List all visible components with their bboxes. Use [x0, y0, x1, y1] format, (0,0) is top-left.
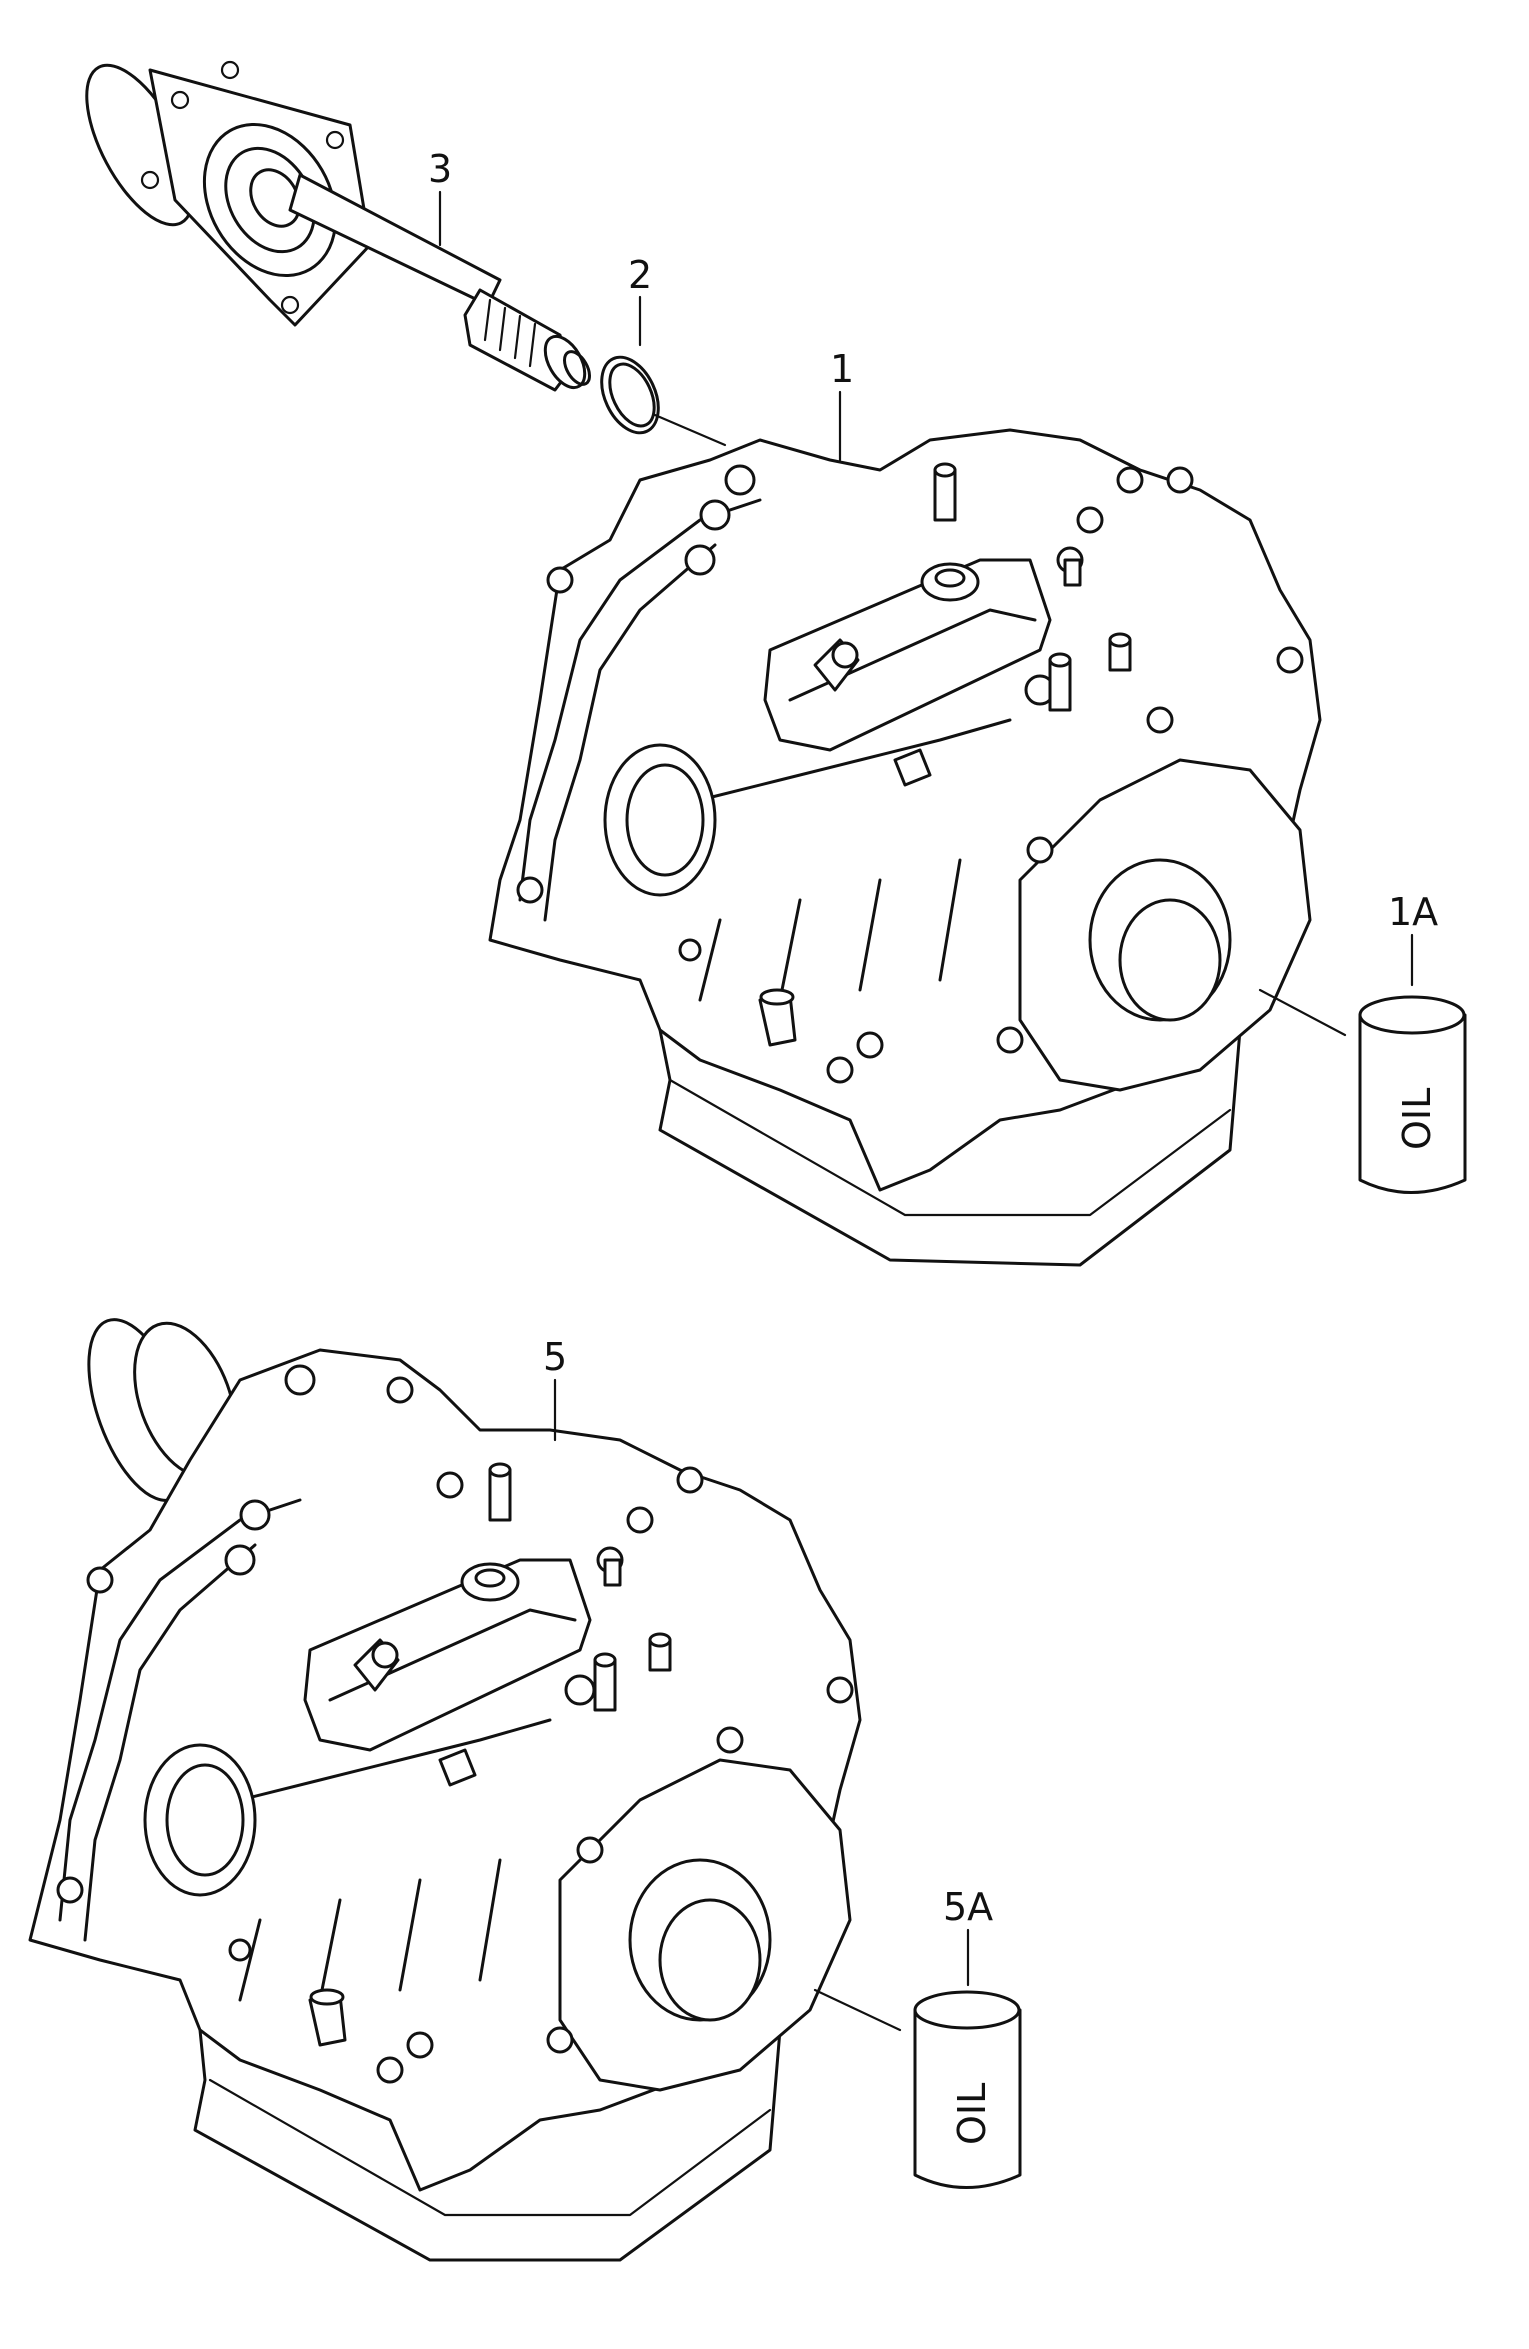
- o-ring-part-2: [600, 355, 660, 435]
- gearbox-part-5: [28, 1318, 862, 2262]
- oil-can-part-1a: OIL: [1358, 995, 1467, 1194]
- oil-can-part-5a: OIL: [913, 1990, 1022, 2189]
- callout-2: 2: [628, 253, 652, 297]
- callouts: 3 2 1 1A 5 5A: [428, 147, 1438, 1929]
- callout-5a: 5A: [943, 1885, 993, 1929]
- leader-lines: [438, 190, 1414, 2032]
- gearbox-part-1: [488, 428, 1322, 1267]
- callout-3: 3: [428, 147, 452, 191]
- callout-1a: 1A: [1388, 890, 1438, 934]
- oil-can-label-bottom: OIL: [950, 2083, 994, 2145]
- callout-5: 5: [543, 1335, 567, 1379]
- callout-1: 1: [830, 347, 854, 391]
- drive-shaft-part-3: [85, 60, 591, 392]
- oil-can-label-top: OIL: [1395, 1088, 1439, 1150]
